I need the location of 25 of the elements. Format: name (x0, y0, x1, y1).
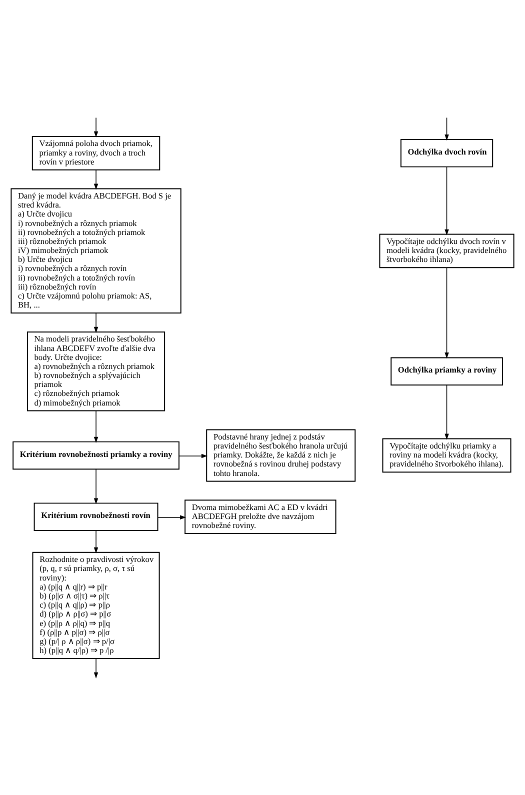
node-box: Kritérium rovnobežnosti rovín (34, 502, 158, 531)
arrow (444, 117, 449, 141)
arrow (444, 384, 449, 440)
arrow (94, 312, 98, 333)
arrow (158, 515, 186, 520)
arrow (444, 166, 449, 236)
arrow (94, 469, 98, 504)
arrow (444, 267, 449, 359)
node-box: Odchýlka dvoch rovín (400, 139, 494, 168)
arrow (94, 410, 98, 443)
node-box: Odchýlka priamky a roviny (390, 357, 503, 386)
arrow (94, 170, 98, 190)
node-box: Podstavné hrany jednej z podstáv pravidelného šesťbokého hranola určujú priamky. Dokážte, že každá z nich je rovnobežná s rovinou druhej podstavy tohto hranola. (206, 429, 356, 482)
arrow (94, 117, 98, 138)
node-box: Daný je model kvádra ABCDEFGH. Bod S je stred kvádra. a) Určte dvojicu i) rovnobežných a rôznych priamok ii) rovnobežných a totožných priamok iii) rôznobežných priamok iV) mimobežných priamok b) Určte dvojicu i) rovnobežných a rôznych rovín ii) rovnobežných a totožných rovín iii) rôznobežných rovín c) Určte vzájomnú polohu priamok: AS, BH, ... (10, 188, 182, 314)
node-box: Kritérium rovnobežnosti priamky a roviny (12, 441, 180, 470)
node-box: Vypočítajte odchýlku priamky a roviny na modeli kvádra (kocky, pravidelného štvorbokého ihlana). (382, 438, 512, 473)
node-box: Dvoma mimobežkami AC a ED v kvádri ABCDEFGH preložte dve navzájom rovnobežné roviny. (184, 500, 336, 534)
arrow (94, 530, 98, 554)
arrow (94, 658, 98, 678)
arrow (178, 454, 208, 458)
node-box: Rozhodnite o pravdivosti výrokov (p, q, r sú priamky, ρ, σ, τ sú roviny): a) (p||q ∧ q||r) ⇒ p||r b) (ρ||σ ∧ σ||τ) ⇒ ρ||τ c) (p||q ∧ q||ρ) ⇒ p||ρ d) (p||ρ ∧ ρ||σ) ⇒ p||σ e) (p||ρ ∧ ρ||q) ⇒ p||q f) (ρ||p ∧ p||σ) ⇒ ρ||σ g) (p/| ρ ∧ ρ||σ) ⇒ p/|σ h) (p||q ∧ q/|ρ) ⇒ p /|ρ (32, 552, 160, 659)
node-box: Na modeli pravidelného šesťbokého ihlana ABCDEFV zvoľte ďalšie dva body. Určte dvojice: a) rovnobežných a rôznych priamok b) rovnobežných a splývajúcich priamok c) rôznobežných priamok d) mimobežných priamok (26, 331, 166, 412)
node-box: Vypočítajte odchýlku dvoch rovín v modeli kvádra (kocky, pravidelného štvorbokého ihlana) (379, 234, 514, 268)
node-box: Vzájomná poloha dvoch priamok, priamky a roviny, dvoch a troch rovín v priestore (32, 136, 160, 170)
